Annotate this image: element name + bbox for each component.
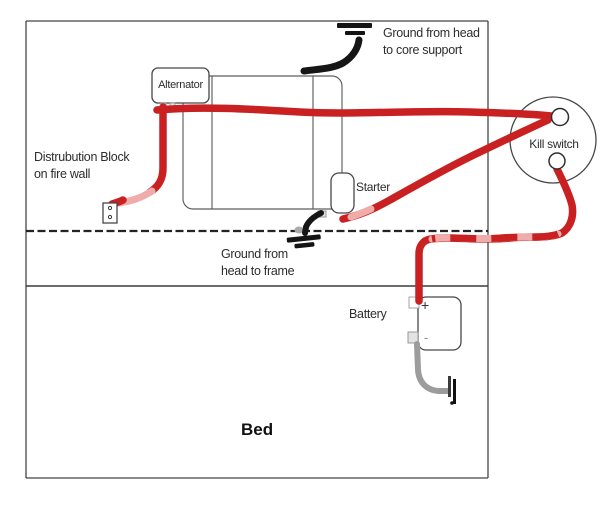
battery-ground-icon	[448, 376, 451, 397]
bed-label: Bed	[241, 420, 274, 439]
alternator-to-killswitch-wire	[153, 104, 555, 120]
ground-frame-label: Ground from head to frame	[221, 246, 295, 280]
truck-outline	[25, 20, 489, 479]
ground-frame-label-line1: Ground from	[221, 247, 288, 261]
starter-box	[330, 172, 355, 214]
kill-switch-terminal-top	[550, 107, 570, 127]
head-to-frame-ground-wire	[286, 210, 324, 249]
ground-core-support-label-line2: to core support	[383, 42, 462, 57]
power-wires	[108, 103, 577, 305]
battery-positive-label: +	[421, 297, 429, 313]
starter-to-killswitch-wire	[339, 116, 552, 223]
battery-negative-terminal	[407, 331, 419, 344]
distribution-block-label: Distrubution Block on fire wall	[34, 149, 130, 183]
core-support-ground-icon	[337, 23, 372, 28]
starter-to-killswitch-wire-faded	[347, 205, 375, 221]
ground-frame-label-line2: head to frame	[221, 263, 295, 278]
ground-core-support-label-line1: Ground from head	[383, 26, 480, 40]
alternator-label: Alternator	[158, 79, 203, 92]
frame-ground-icon	[286, 234, 321, 249]
engine-block	[182, 75, 343, 210]
distribution-block-box	[102, 202, 118, 224]
distribution-block-hole	[107, 214, 113, 220]
distribution-block	[102, 202, 118, 224]
kill-switch-label: Kill switch	[529, 137, 579, 151]
alternator-box	[151, 67, 210, 104]
distribution-block-label-line1: Distrubution Block	[34, 150, 130, 164]
engine-block-outline	[182, 75, 343, 210]
battery-ground-icon	[453, 379, 456, 404]
kill-switch-terminal-bottom	[548, 152, 566, 170]
battery-negative-label: -	[424, 330, 429, 345]
battery-label: Battery	[349, 307, 387, 321]
head-to-core-ground-wire	[300, 23, 372, 75]
ground-core-support-label: Ground from head to core support	[383, 25, 480, 59]
alternator-to-distribution-wire	[146, 103, 167, 196]
core-support-ground-icon	[345, 31, 365, 35]
ground-lug	[294, 226, 304, 234]
killswitch-to-battery-wire-dashes	[431, 230, 560, 243]
starter-label: Starter	[356, 180, 390, 194]
battery-box	[417, 296, 462, 351]
battery-ground-icon	[450, 401, 454, 405]
battery-ground-wire	[414, 341, 456, 405]
distribution-block-label-line2: on fire wall	[34, 166, 91, 181]
distribution-block-hole	[107, 205, 113, 211]
